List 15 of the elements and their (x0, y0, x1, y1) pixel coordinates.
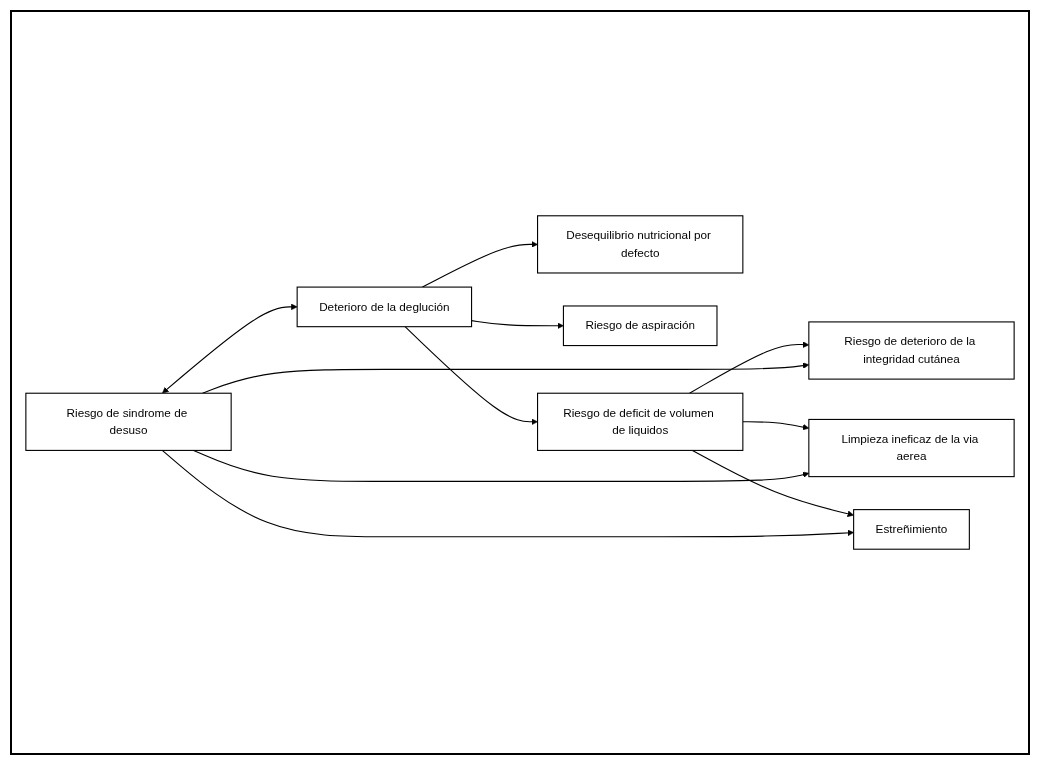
node-box: Riesgo de deterioro de la integridad cutánea (808, 321, 1015, 380)
node-box: Riesgo de sindrome de desuso (25, 392, 232, 451)
node-box: Riesgo de aspiración (562, 305, 718, 347)
arrow (421, 241, 538, 288)
arrow (162, 303, 298, 394)
node-box: Deterioro de la deglución (296, 286, 473, 328)
arrow (404, 326, 538, 426)
node-box: Estreñimiento (853, 509, 970, 550)
node-box: Limpieza ineficaz de la via aerea (808, 418, 1015, 478)
arrow (193, 449, 810, 482)
node-box: Riesgo de deficit de volumen de liquidos (537, 392, 744, 451)
arrow (161, 449, 854, 538)
arrow (471, 320, 564, 329)
arrow (691, 449, 854, 517)
node-box: Desequilibrio nutricional por defecto (537, 215, 744, 274)
